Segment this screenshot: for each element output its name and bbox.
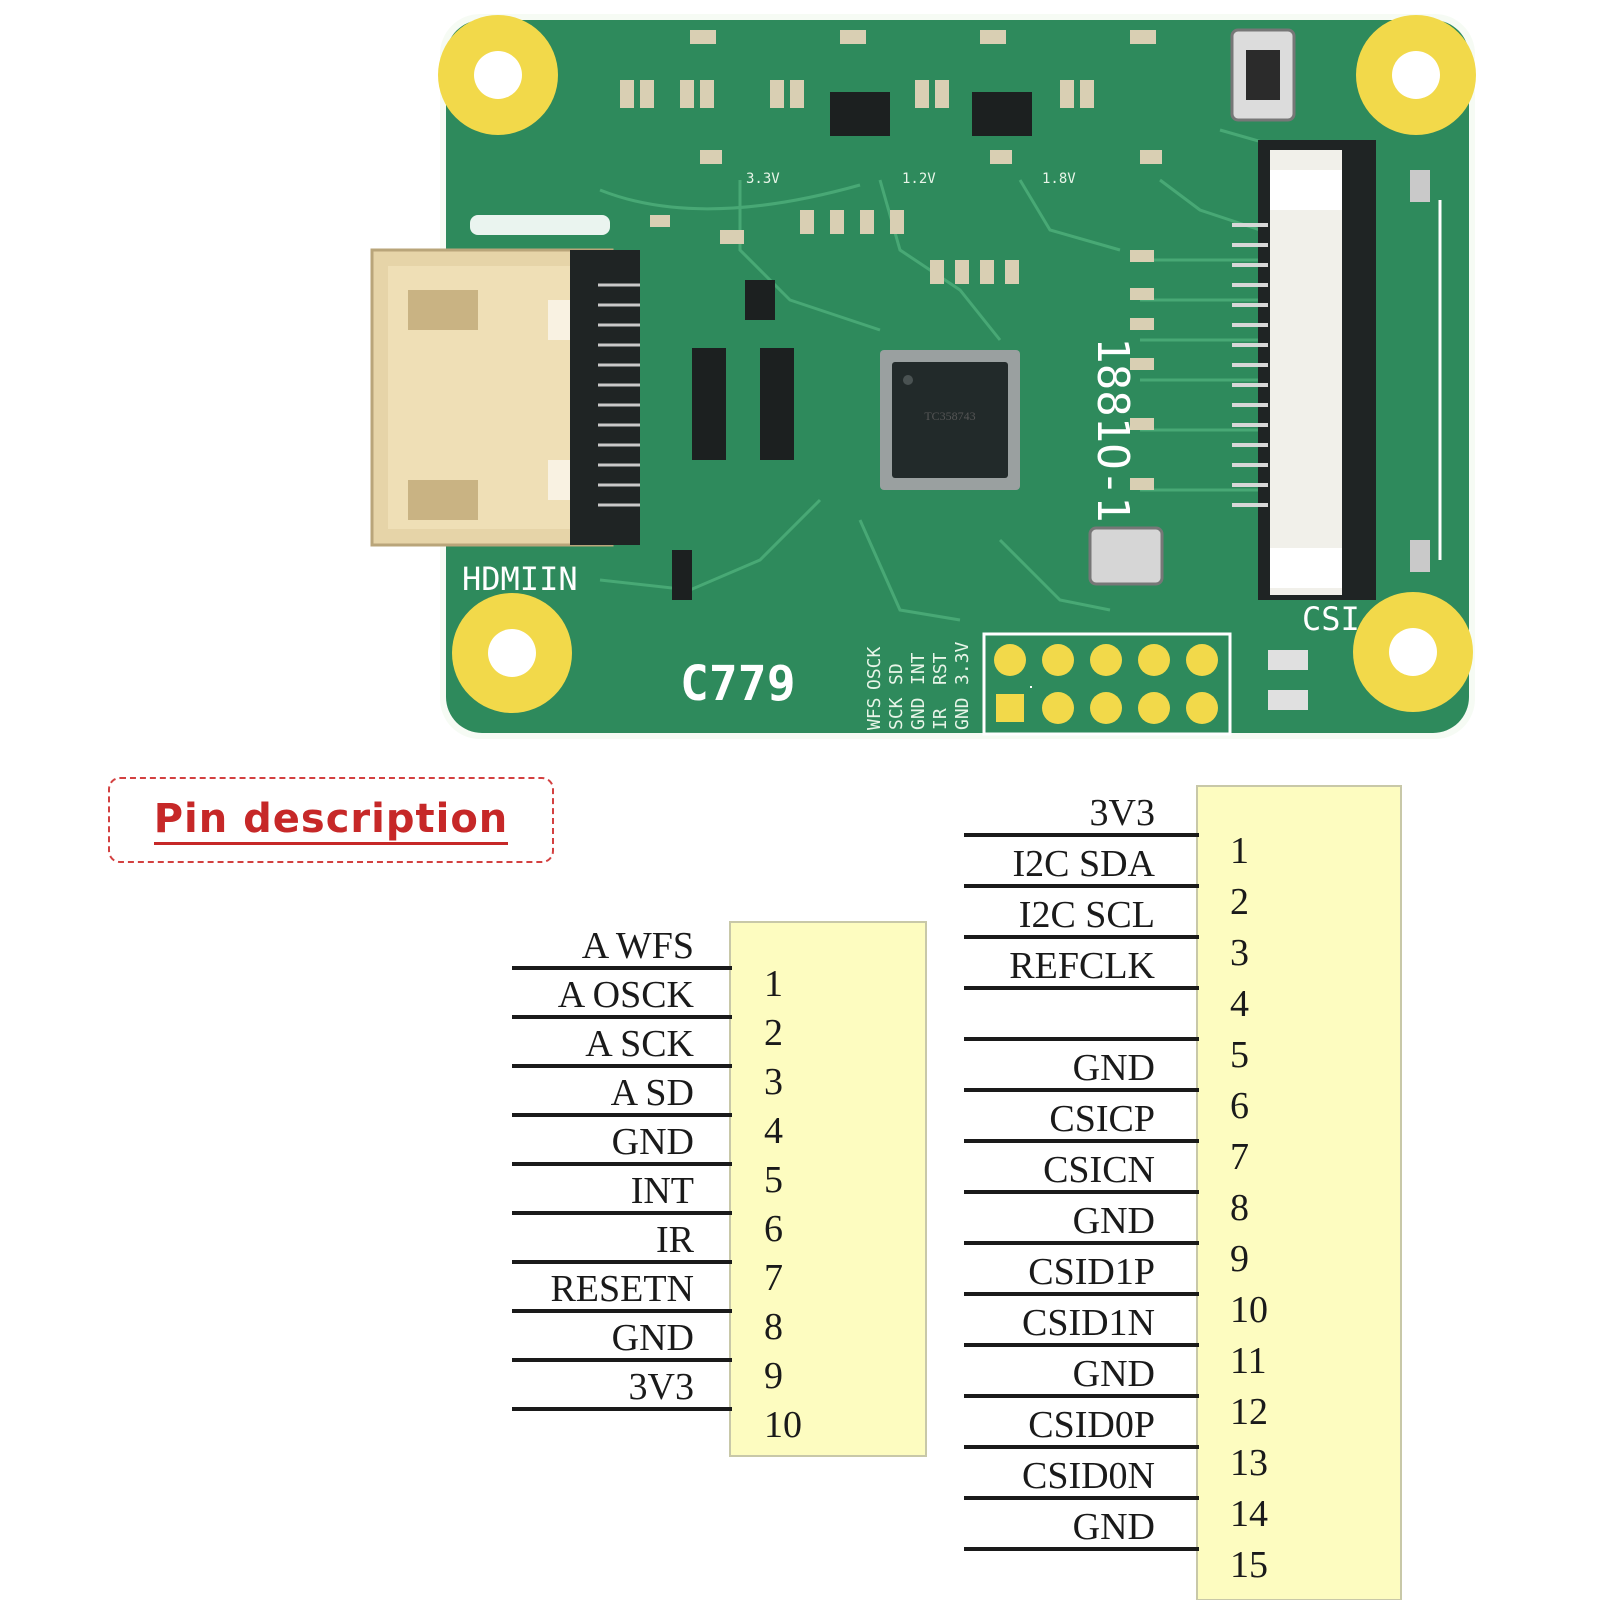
header-a-pin-number: 10 (764, 1404, 802, 1446)
header-a-pin-name: 3V3 (629, 1366, 694, 1408)
silk-sck: SCK (886, 697, 907, 730)
header-csi-pin-number: 4 (1230, 983, 1249, 1025)
header-csi-pin-number: 9 (1230, 1238, 1249, 1280)
header-csi-pin-number: 10 (1230, 1289, 1268, 1331)
regulator-chips (745, 92, 1032, 320)
header-a-pin-name: A SCK (585, 1023, 694, 1065)
header-a-pin-name: A WFS (582, 925, 694, 967)
header-csi-pin-number: 2 (1230, 881, 1249, 923)
silk-gnd-1: GND (908, 697, 929, 730)
header-csi-pin-name: CSICP (1049, 1098, 1155, 1140)
header-a-pin-number: 4 (764, 1110, 783, 1152)
header-a-pin-number: 6 (764, 1208, 783, 1250)
silk-rst: RST (930, 652, 951, 685)
part-number-label: 1881O-1 (1087, 337, 1138, 522)
hdmi-connector (370, 215, 640, 547)
csi-label: CSI (1302, 600, 1360, 638)
pin-description-title: Pin description (153, 796, 509, 845)
header-csi-pin-number: 1 (1230, 830, 1249, 872)
silk-wfs: WFS (864, 697, 885, 730)
header-csi-pin-number: 13 (1230, 1442, 1268, 1484)
header-a-pin-name: GND (612, 1121, 694, 1163)
header-csi-pin-name: REFCLK (1009, 945, 1155, 987)
header-csi-body (1196, 785, 1402, 1600)
header-csi-pin-number: 6 (1230, 1085, 1249, 1127)
header-silk-labels: WFS OSCK SCK SD GND INT IR RST GND 3.3V (864, 641, 973, 730)
header-csi-pin-number: 5 (1230, 1034, 1249, 1076)
header-csi-pin-name: CSID0P (1028, 1404, 1155, 1446)
csi-connector (1232, 140, 1442, 600)
header-csi-pin-number: 11 (1230, 1340, 1267, 1382)
smd-components (620, 30, 1162, 490)
rail-label-2: 1.2V (902, 171, 936, 187)
header-csi-pin-name: CSICN (1043, 1149, 1155, 1191)
pcb-board: TC358743 (370, 14, 1476, 739)
pin-description-title-box: Pin description (108, 777, 554, 863)
header-a-pin-number: 3 (764, 1061, 783, 1103)
header-a-pin-name: A OSCK (558, 974, 695, 1016)
crystal-oscillator (1088, 526, 1164, 586)
silk-ir: IR (930, 708, 951, 730)
header-csi-pin-number: 14 (1230, 1493, 1268, 1535)
rail-label-1: 3.3V (746, 171, 780, 187)
silk-3v3: 3.3V (952, 641, 973, 685)
silk-osck: OSCK (864, 646, 885, 690)
main-chip: TC358743 (880, 350, 1020, 490)
header-a-pin-name: A SD (611, 1072, 694, 1114)
header-csi-pin-name: 3V3 (1090, 792, 1155, 834)
header-a-pin-name: RESETN (550, 1268, 694, 1310)
header-a-pin-number: 2 (764, 1012, 783, 1054)
header-csi-pin-number: 7 (1230, 1136, 1249, 1178)
silk-gnd-2: GND (952, 697, 973, 730)
header-csi-pin-number: 8 (1230, 1187, 1249, 1229)
header-csi-pin-number: 12 (1230, 1391, 1268, 1433)
diode-arrays (672, 348, 794, 600)
header-csi-pin-name: CSID1N (1022, 1302, 1155, 1344)
mounting-pads (438, 15, 1476, 713)
header-a-body (729, 921, 927, 1457)
header-csi-pin-name: GND (1073, 1047, 1155, 1089)
header-csi-pin-name: GND (1073, 1200, 1155, 1242)
header-a-pin-number: 5 (764, 1159, 783, 1201)
hdmi-in-label: HDMIIN (462, 560, 578, 598)
header-a-pin-name: IR (656, 1219, 695, 1261)
header-a-pin-name: INT (631, 1170, 694, 1212)
rail-label-3: 1.8V (1042, 171, 1076, 187)
header-csi-pin-number: 3 (1230, 932, 1249, 974)
header-csi-pin-name: I2C SDA (1012, 843, 1155, 885)
header-a-pin-number: 7 (764, 1257, 783, 1299)
svg-text:TC358743: TC358743 (924, 409, 975, 423)
header-csi-pin-name: CSID1P (1028, 1251, 1155, 1293)
header-pads (982, 632, 1308, 736)
model-label: C779 (680, 656, 796, 712)
header-a-pin-number: 1 (764, 963, 783, 1005)
silk-int: INT (908, 652, 929, 685)
header-csi-pin-name: I2C SCL (1019, 894, 1155, 936)
inductor (1230, 28, 1296, 122)
header-csi-pin-number: 15 (1230, 1544, 1268, 1586)
header-a-pin-number: 8 (764, 1306, 783, 1348)
header-csi-pin-name: GND (1073, 1506, 1155, 1548)
header-csi-pin-name: GND (1073, 1353, 1155, 1395)
header-a-pin-name: GND (612, 1317, 694, 1359)
header-a-pin-number: 9 (764, 1355, 783, 1397)
header-csi-pin-name: CSID0N (1022, 1455, 1155, 1497)
silk-sd: SD (886, 663, 907, 685)
